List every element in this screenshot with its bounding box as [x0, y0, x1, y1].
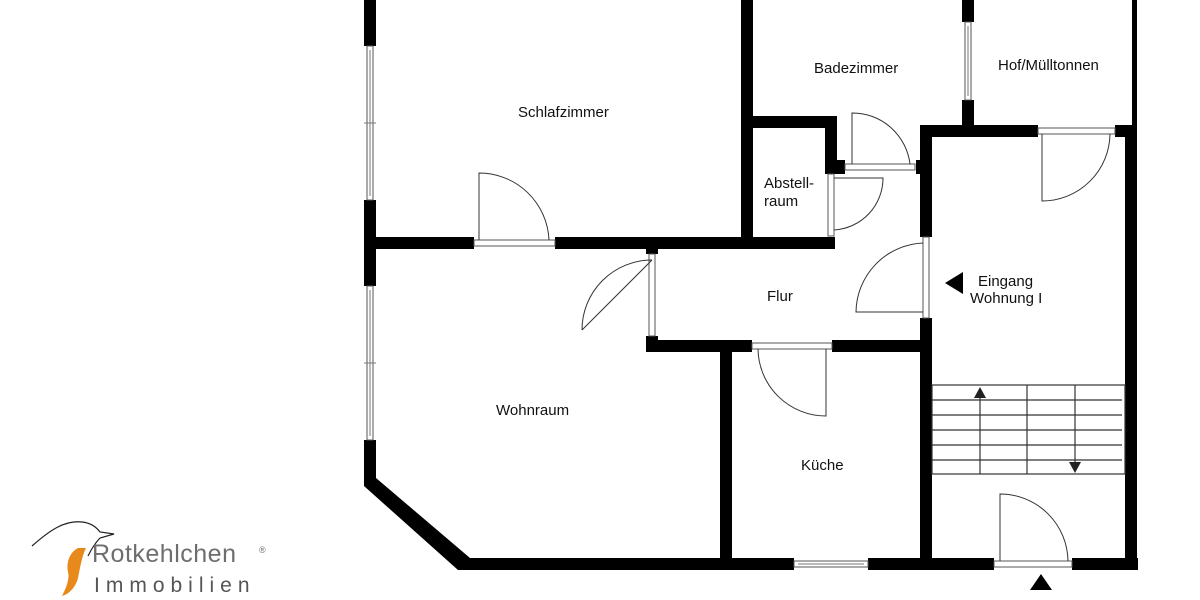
- stairs-up-arrow-icon: [974, 387, 986, 398]
- room-label-hof: Hof/Mülltonnen: [998, 57, 1099, 74]
- walls: [364, 0, 1138, 570]
- room-label-flur: Flur: [767, 288, 793, 305]
- doors: [473, 112, 1116, 568]
- room-label-wohnraum: Wohnraum: [496, 402, 569, 419]
- bird-logo-icon: [31, 521, 115, 596]
- room-label-eingang-1: Eingang: [978, 273, 1033, 290]
- staircase: [931, 384, 1126, 475]
- entrance-arrow-left-icon: [945, 272, 963, 294]
- logo-name: Rotkehlchen: [92, 540, 237, 568]
- windows: [364, 21, 972, 568]
- logo-registered-mark: ®: [259, 545, 266, 555]
- room-label-abstellraum-2: raum: [764, 193, 798, 210]
- room-label-abstellraum-1: Abstell-: [764, 175, 814, 192]
- entrance-arrow-up-icon: [1030, 574, 1052, 590]
- room-label-schlafzimmer: Schlafzimmer: [518, 104, 609, 121]
- room-label-eingang-2: Wohnung I: [970, 290, 1042, 307]
- room-label-kueche: Küche: [801, 457, 844, 474]
- room-label-badezimmer: Badezimmer: [814, 60, 898, 77]
- stairs-down-arrow-icon: [1069, 462, 1081, 473]
- logo-subtitle: Immobilien: [94, 574, 256, 597]
